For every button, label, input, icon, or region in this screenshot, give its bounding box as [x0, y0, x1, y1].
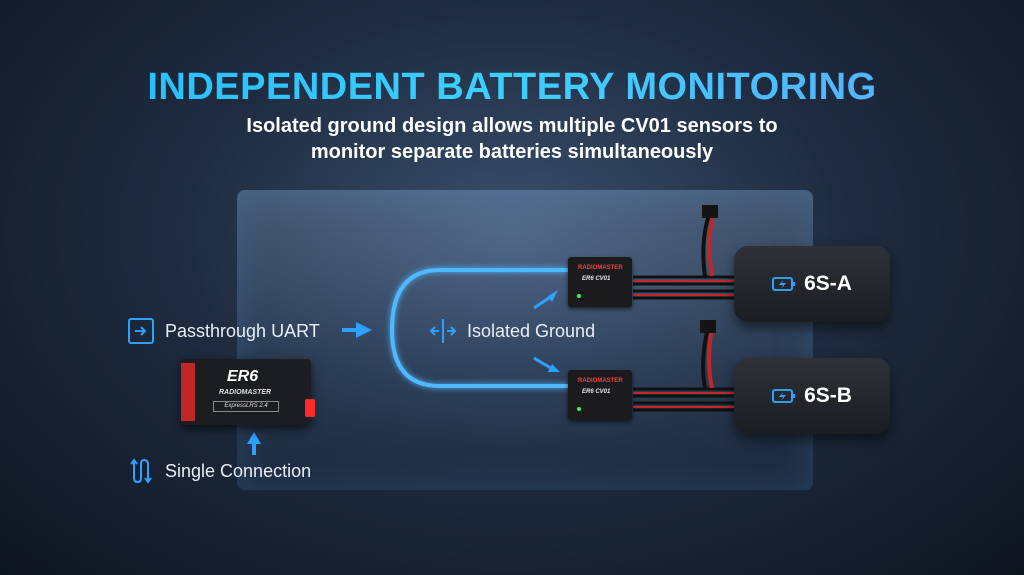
subtitle-line-2: monitor separate batteries simultaneousl…: [310, 141, 714, 163]
sensor-b-model: ER6 CV01: [582, 389, 611, 395]
receiver-brand: RADIOMASTER: [219, 389, 272, 396]
sensor-a-brand: RADIOMASTER: [578, 265, 623, 271]
balance-leads-b: [633, 320, 740, 412]
receiver-pins: [181, 363, 195, 421]
sensor-a-led: [577, 294, 581, 298]
passthrough-uart-text: Passthrough UART: [165, 320, 320, 341]
battery-charge-icon: [772, 389, 796, 403]
single-connection-arrow-icon: [247, 432, 261, 444]
sensor-b-brand: RADIOMASTER: [578, 378, 623, 384]
isolated-ground-text: Isolated Ground: [467, 320, 596, 341]
receiver-logo: ER6: [227, 368, 259, 385]
cv01-sensor-b: RADIOMASTER ER6 CV01: [568, 370, 632, 420]
passthrough-uart-label: Passthrough UART: [126, 316, 320, 346]
battery-6s-b: 6S-B: [734, 358, 890, 434]
subtitle-line-1: Isolated ground design allows multiple C…: [246, 115, 778, 137]
battery-6s-a: 6S-A: [734, 246, 890, 322]
single-connection-label: Single Connection: [126, 456, 311, 486]
sensor-a-arrow-icon: [548, 290, 558, 302]
er6-receiver: ER6 RADIOMASTER ExpressLRS 2.4: [181, 359, 315, 425]
isolated-ground-label: Isolated Ground: [428, 316, 595, 346]
sensor-b-led: [577, 407, 581, 411]
battery-b-label: 6S-B: [804, 384, 852, 407]
battery-charge-icon: [772, 277, 796, 291]
background-panel: [237, 190, 813, 490]
single-connection-icon: [130, 458, 152, 484]
receiver-port: [305, 399, 315, 417]
receiver-badge: ExpressLRS 2.4: [213, 401, 279, 412]
passthrough-arrow-icon: [356, 322, 372, 338]
sensor-b-arrow-icon: [548, 364, 560, 372]
sensor-a-model: ER6 CV01: [582, 276, 611, 282]
passthrough-icon: [128, 318, 154, 344]
page-title: INDEPENDENT BATTERY MONITORING: [0, 66, 1024, 109]
isolated-ground-loop: [389, 268, 568, 388]
single-connection-text: Single Connection: [165, 460, 312, 481]
balance-leads-a: [633, 205, 740, 300]
page-subtitle: Isolated ground design allows multiple C…: [0, 113, 1024, 165]
battery-a-label: 6S-A: [804, 272, 852, 295]
cv01-sensor-a: RADIOMASTER ER6 CV01: [568, 257, 632, 307]
isolated-ground-icon: [429, 319, 457, 343]
